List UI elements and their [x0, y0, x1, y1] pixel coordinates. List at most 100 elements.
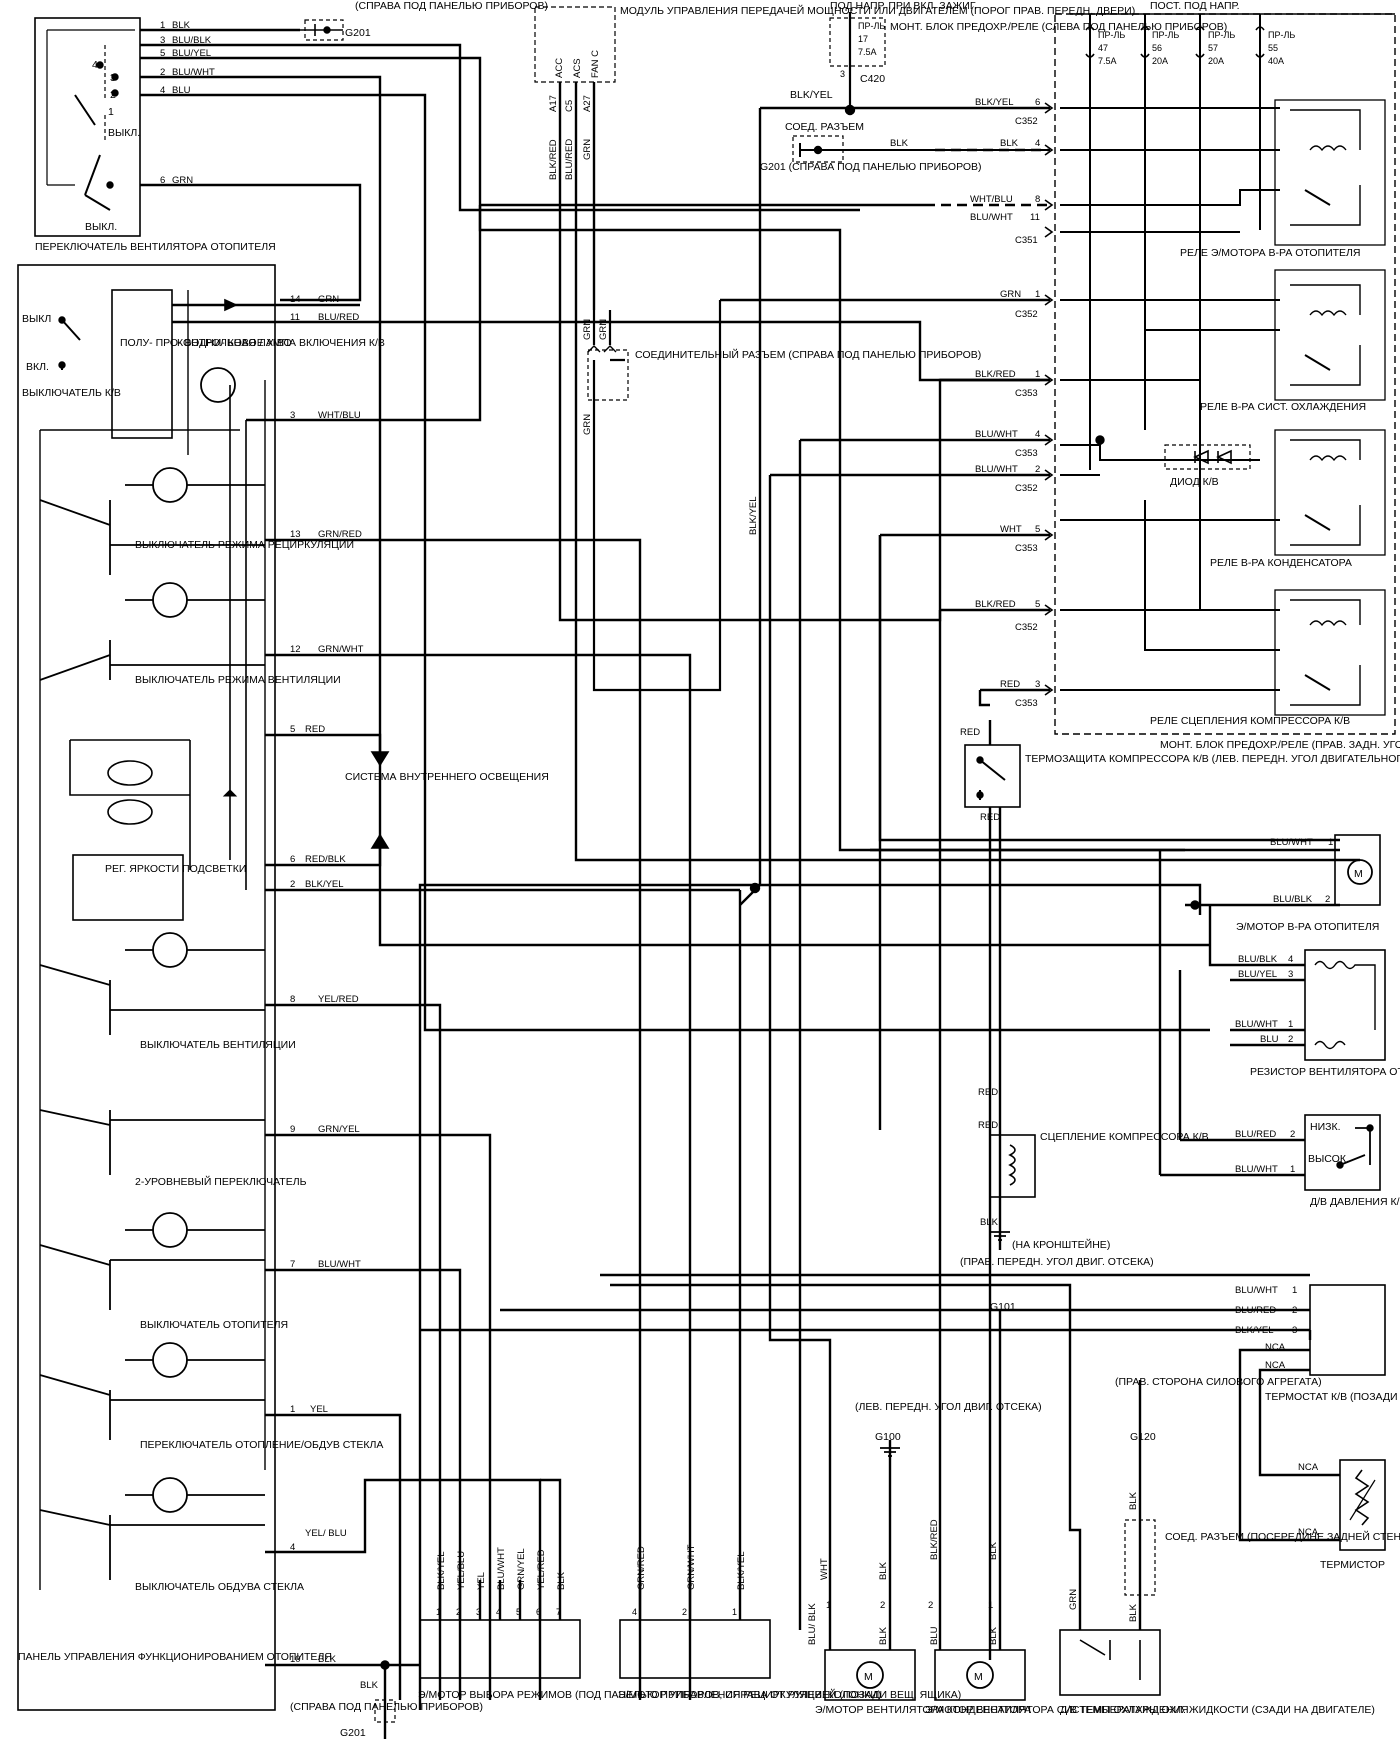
rb-w1-pin: 6: [1035, 97, 1040, 108]
cf-w-top1: WHT: [819, 1558, 830, 1580]
relay-condenser-label: РЕЛЕ В-РА КОНДЕНСАТОРА: [1210, 557, 1352, 569]
ts-w2: BLU/RED: [1235, 1305, 1276, 1316]
mode-motor-labels: BLK/YEL 1 YEL/BLU 2 YEL 3 BLU/WHT 4 GRN/…: [418, 1547, 881, 1701]
bs-pin-3: 3: [110, 72, 116, 84]
g101-id: G101: [990, 1301, 1016, 1313]
rb-w11-conn: C353: [1015, 698, 1038, 709]
ps-w1: BLU/RED: [1235, 1129, 1276, 1140]
f17-pin3: 3: [840, 69, 845, 79]
bs-w6-pin: 6: [160, 175, 165, 186]
rb-w10-pin: 5: [1035, 599, 1040, 610]
cool-m: M: [974, 1671, 983, 1683]
rb-w6: BLK/RED: [975, 369, 1016, 380]
thermo-wire-bottom: RED: [980, 812, 1000, 823]
ps-low: НИЗК.: [1310, 1121, 1341, 1133]
cool-p2: 1: [988, 1600, 993, 1611]
bs-w3: BLU/YEL: [172, 48, 211, 59]
mm-w2: YEL/BLU: [456, 1551, 467, 1590]
cp-w3-pin: 3: [290, 410, 295, 421]
ts-p2: 2: [1292, 1305, 1297, 1316]
blower-switch-off1: ВЫКЛ.: [108, 127, 140, 139]
rb-w8-pin: 2: [1035, 464, 1040, 475]
pcm-pin-name-2: ACS: [572, 58, 583, 78]
ground-g201-bottom: BLK (СПРАВА ПОД ПАНЕЛЬЮ ПРИБОРОВ) G201: [290, 1660, 483, 1739]
bs-w1: BLK: [172, 20, 191, 31]
f57-name: ПР-ЛЬ: [1208, 30, 1235, 40]
panel-switches: [39, 499, 265, 1580]
rb-w10: BLK/RED: [975, 599, 1016, 610]
f56-amp: 20A: [1152, 56, 1168, 66]
mid-grn-1: GRN: [582, 319, 593, 340]
bs-w3-pin: 5: [160, 48, 165, 59]
cs-w1: GRN: [1068, 1589, 1079, 1610]
thermo-wire-top: RED: [960, 727, 980, 738]
bm-w2: BLU/BLK: [1273, 894, 1313, 905]
ts-nca-2: NCA: [1265, 1360, 1286, 1371]
led-indicators: [125, 367, 265, 1513]
mm-p1: 1: [436, 1607, 441, 1617]
mm-p6: 6: [536, 1607, 541, 1617]
rb-w9-pin: 5: [1035, 524, 1040, 535]
rm-p2: 2: [682, 1607, 687, 1617]
control-panel: ПОЛУ- ПРО- ВОДНИ- КОВОЕ У-ВО КОНТРОЛЬНАЯ…: [17, 264, 385, 1711]
thermistor-label: ТЕРМИСТОР: [1320, 1559, 1385, 1571]
mm-p5: 5: [516, 1607, 521, 1617]
g100-id: G100: [875, 1431, 901, 1443]
pcm-wire-labels: A17 BLK/RED C5 BLU/RED A27 GRN: [548, 95, 593, 180]
rb-w8-conn: C352: [1015, 483, 1038, 494]
blower-switch-wire-labels: 1 BLK 3 BLU/BLK 5 BLU/YEL 2 BLU/WHT 4 BL…: [160, 20, 215, 186]
recirc-motor-label: Э/МОТОР УПРАВЛЕНИЯ РЕЦИРКУЛЯЦИЕЙ (ПОЗАДИ…: [618, 1688, 961, 1701]
ts-p1: 1: [1292, 1285, 1297, 1296]
cf-m: M: [864, 1671, 873, 1683]
g201-bottom-label: (СПРАВА ПОД ПАНЕЛЬЮ ПРИБОРОВ): [290, 1701, 483, 1713]
panel-labels: ВЫКЛЮЧАТЕЛЬ РЕЖИМА РЕЦИРКУЛЯЦИИ ВЫКЛЮЧАТ…: [18, 539, 383, 1663]
bs-pin-1: 1: [108, 106, 114, 118]
br-w1: BLU/BLK: [1238, 954, 1278, 965]
thermistor: ТЕРМИСТОР: [1320, 1459, 1386, 1571]
cooling-fan: M 2 1 BLK/RED BLK BLU BLK Э/МОТОР ВЕНТИЛ…: [925, 1310, 1189, 1716]
br-w4: BLU: [1260, 1034, 1279, 1045]
pcm-a27: A27: [582, 95, 593, 112]
mm-w5: GRN/YEL: [516, 1548, 527, 1590]
cp-w2-pin: 11: [290, 312, 300, 323]
blk-bottom: BLK: [360, 1680, 379, 1691]
cp-w12-pin: 1: [290, 1404, 295, 1415]
mm-p2: 2: [456, 1607, 461, 1617]
diode-ac: ДИОД К/В: [1164, 444, 1251, 488]
ts-nca-3: NCA: [1298, 1462, 1319, 1473]
bilevel-label: 2-УРОВНЕВЫЙ ПЕРЕКЛЮЧАТЕЛЬ: [135, 1175, 307, 1188]
panel-output-wires: [172, 205, 1050, 1739]
cp-w8-pin: 2: [290, 879, 295, 890]
blower-switch-off2: ВЫКЛ.: [85, 221, 117, 233]
cp-w5: GRN/WHT: [318, 644, 364, 655]
c420-label: C420: [860, 73, 885, 85]
clutch-ground-label: (НА КРОНШТЕЙНЕ): [1012, 1238, 1110, 1251]
rb-w6-pin: 1: [1035, 369, 1040, 380]
cf-w-top2: BLK: [878, 1561, 889, 1580]
coolant-sensor-label: Д/В ТЕМПЕРАТУРЫ ОХЛ. ЖИДКОСТИ (СЗАДИ НА …: [1060, 1704, 1375, 1716]
relay-connector-symbols: [1044, 102, 1054, 696]
ac-switch-label: ВЫКЛЮЧАТЕЛЬ К/В: [22, 387, 121, 399]
recirc-motor-labels: GRN/RED 4 GRN/WHT 2 BLK/YEL 1 Э/МОТОР УП…: [618, 1544, 961, 1701]
bm-w1: BLU/WHT: [1270, 837, 1313, 848]
blower-resistor-label: РЕЗИСТОР ВЕНТИЛЯТОРА ОТОПИТЕЛЯ (ПОЗАДИ В…: [1250, 1066, 1400, 1078]
conn-engine-label: СОЕД. РАЗЪЕМ (ПОСЕРЕДИНЕ ЗАДНЕЙ СТЕНКИ С…: [1165, 1530, 1400, 1543]
rb-w5-conn: C352: [1015, 309, 1038, 320]
blk-mid-wire: BLK: [890, 138, 909, 149]
cp-w4-pin: 13: [290, 529, 301, 540]
indicator-label: КОНТРОЛЬНАЯ ЛАМПА ВКЛЮЧЕНИЯ К/В: [177, 337, 385, 349]
mid-connector-label: СОЕДИНИТЕЛЬНЫЙ РАЗЪЕМ (СПРАВА ПОД ПАНЕЛЬ…: [635, 348, 981, 361]
bs-w6: GRN: [172, 175, 193, 186]
br-p4: 2: [1288, 1034, 1293, 1045]
thermo-label: ТЕРМОЗАЩИТА КОМПРЕССОРА К/В (ЛЕВ. ПЕРЕДН…: [1025, 753, 1400, 765]
br-p1: 4: [1288, 954, 1293, 965]
relay-condenser: [1274, 429, 1386, 556]
rb-w11-pin: 3: [1035, 679, 1040, 690]
thermostat-label: ТЕРМОСТАТ К/В (ПОЗАДИ ВЕЩ. ЯЩИКА): [1265, 1391, 1400, 1403]
blower-switch: ВЫКЛ. ВЫКЛ. 4 3 2 1: [34, 17, 141, 237]
cp-w4: GRN/RED: [318, 529, 362, 540]
cf-w-bot1: BLU/ BLK: [807, 1603, 818, 1645]
mode-motor-label: Э/МОТОР ВЫБОРА РЕЖИМОВ (ПОД ПАНЕЛЬЮ ПРИБ…: [418, 1689, 881, 1701]
pressure-switch: НИЗК. ВЫСОК. BLU/RED 2 BLU/WHT 1 Д/В ДАВ…: [1158, 850, 1400, 1208]
bm-p1: 1: [1328, 837, 1333, 848]
